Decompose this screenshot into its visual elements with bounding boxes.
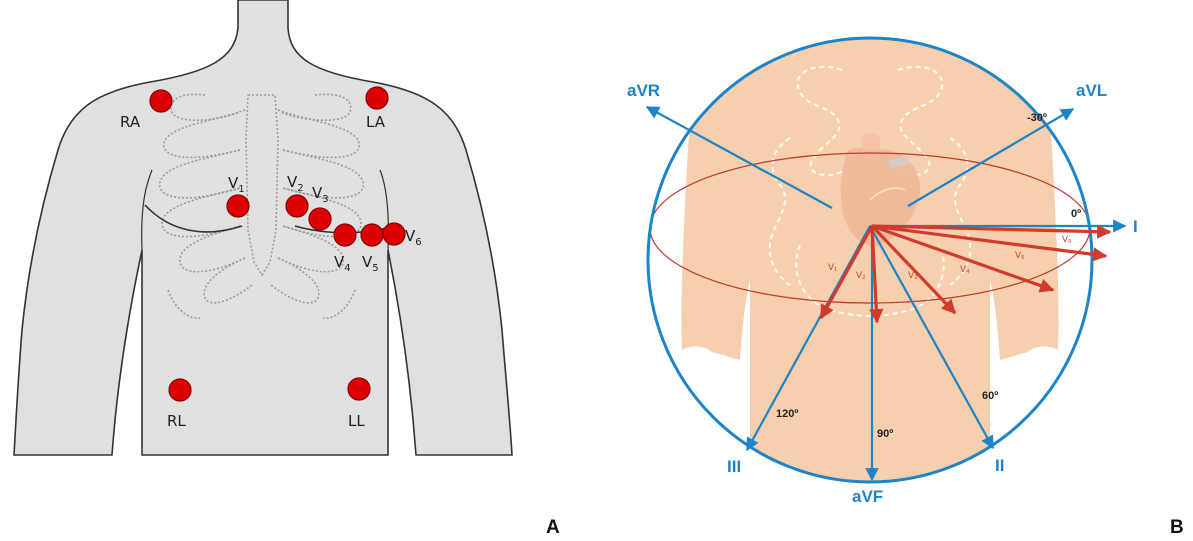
label-i: I <box>1133 217 1138 236</box>
electrode-v3 <box>309 208 331 230</box>
panel-label-b: B <box>1170 517 1184 538</box>
label-avr: aVR <box>627 81 660 100</box>
label-vector-v5: V₅ <box>1015 250 1025 260</box>
label-vector-v1: V₁ <box>828 262 837 272</box>
electrode-v4 <box>334 224 356 246</box>
electrode-v2 <box>286 195 308 217</box>
panel-b: V₁ V₂ V₃ V₄ V₅ V₆ aVR aVL I II III aVF -… <box>627 0 1184 538</box>
label-angle-120: 120º <box>776 408 798 420</box>
label-vector-v4: V₄ <box>960 264 970 274</box>
label-vector-v3: V₃ <box>908 270 918 280</box>
electrode-la <box>366 87 388 109</box>
torso-silhouette <box>14 0 512 455</box>
panel-a: RA LA RL LL V1 V2 V3 V4 V5 V6 A <box>14 0 560 538</box>
label-angle-minus30: -30º <box>1027 112 1047 124</box>
label-avf: aVF <box>852 487 883 506</box>
label-ll: LL <box>348 412 365 430</box>
label-angle-60: 60º <box>982 390 998 402</box>
label-vector-v2: V₂ <box>856 270 866 280</box>
electrode-rl <box>169 379 191 401</box>
label-rl: RL <box>167 412 186 430</box>
label-ra: RA <box>120 113 141 131</box>
panel-label-a: A <box>546 517 560 538</box>
label-avl: aVL <box>1076 81 1107 100</box>
electrode-v5 <box>361 224 383 246</box>
label-ii: II <box>995 456 1004 475</box>
electrode-ra <box>150 90 172 112</box>
electrode-ll <box>348 378 370 400</box>
electrode-v1 <box>227 195 249 217</box>
label-vector-v6: V₆ <box>1062 234 1072 244</box>
label-iii: III <box>727 457 741 476</box>
torso-skin <box>681 0 1058 500</box>
label-la: LA <box>366 113 386 131</box>
label-angle-90: 90º <box>877 428 893 440</box>
label-angle-0: 0º <box>1071 208 1081 220</box>
electrode-v6 <box>383 223 405 245</box>
